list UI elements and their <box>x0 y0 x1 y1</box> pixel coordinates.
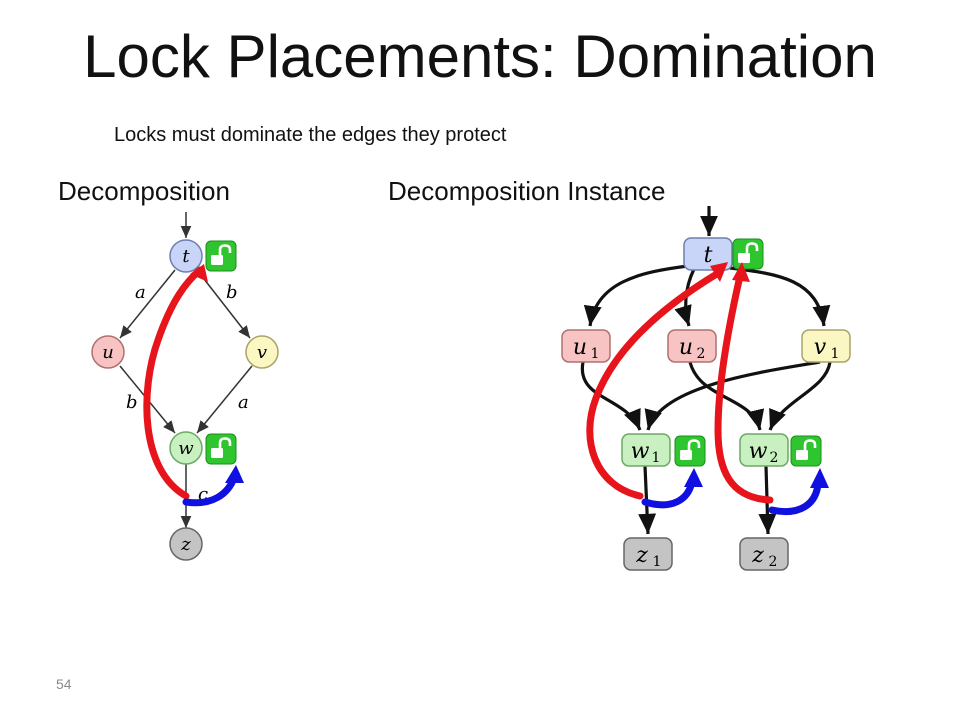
node-z2 <box>739 537 789 571</box>
edge-t-v <box>196 269 251 339</box>
node-w-label: w <box>178 438 194 459</box>
node-v1-subscript: 1 <box>831 346 840 362</box>
node-z-label: z <box>180 534 191 555</box>
node-w <box>169 431 203 465</box>
node-z2-label: z <box>751 543 764 568</box>
lock-icon <box>673 434 707 468</box>
node-u-label: u <box>102 342 114 363</box>
node-t-label: t <box>704 243 713 268</box>
lock-icon <box>204 432 238 466</box>
node-z2-subscript: 2 <box>769 554 778 570</box>
instance-graph: t u 1 u 2 v 1 w 1 w 2 z 1 z 2 <box>561 206 851 571</box>
node-w2-label: w <box>749 439 768 464</box>
red-arrow-head <box>190 264 208 282</box>
red-protect-arrow-2 <box>714 272 774 504</box>
node-v1-label: v <box>814 335 827 360</box>
slide-title: Lock Placements: Domination <box>83 23 877 90</box>
node-t <box>683 237 733 271</box>
red-protect-arrow-1 <box>586 268 724 500</box>
decomposition-graph: a b b a c t u v w z <box>91 212 279 561</box>
lock-icon <box>731 237 765 271</box>
node-v <box>245 335 279 369</box>
blue-arrow-2 <box>768 480 822 515</box>
node-u1-subscript: 1 <box>591 346 600 362</box>
node-w2-subscript: 2 <box>770 450 779 466</box>
blue-arrow-head-2 <box>810 468 829 488</box>
blue-arrow-head <box>225 465 244 483</box>
node-u2-label: u <box>679 335 693 360</box>
edge-v1-w2 <box>768 361 832 431</box>
page-number: 54 <box>56 676 72 692</box>
node-u2-subscript: 2 <box>697 346 706 362</box>
decomposition-label: Decomposition <box>58 176 230 206</box>
node-u1 <box>561 329 611 363</box>
edge-u1-w1 <box>580 361 642 431</box>
edge-label-t-u: a <box>135 282 146 303</box>
edge-label-t-v: b <box>226 282 238 303</box>
red-protect-arrow <box>143 266 204 500</box>
node-u2 <box>667 329 717 363</box>
node-z1-label: z <box>635 543 648 568</box>
edge-label-u-w: b <box>126 392 138 413</box>
edge-v-w <box>196 365 253 434</box>
node-z1 <box>623 537 673 571</box>
lock-icon <box>789 434 823 468</box>
slide-subtitle: Locks must dominate the edges they prote… <box>114 124 507 146</box>
node-t-label: t <box>182 246 190 267</box>
node-w1-subscript: 1 <box>652 450 661 466</box>
node-v1 <box>801 329 851 363</box>
node-u <box>91 335 125 369</box>
edge-v1-w1 <box>644 360 821 431</box>
red-arrow-head-1 <box>710 262 728 282</box>
node-w1-label: w <box>631 439 650 464</box>
node-v-label: v <box>257 342 267 363</box>
edge-label-v-w: a <box>238 392 249 413</box>
edge-t-v1 <box>729 266 831 327</box>
node-z1-subscript: 1 <box>653 554 662 570</box>
edge-u2-w2 <box>688 361 765 431</box>
red-arrow-head-2 <box>732 262 750 282</box>
edge-t-u2 <box>674 268 696 327</box>
node-u1-label: u <box>573 335 587 360</box>
edge-label-w-z: c <box>198 484 208 505</box>
lock-icon <box>204 239 238 273</box>
blue-arrow-head-1 <box>684 468 703 487</box>
node-w2 <box>739 433 789 467</box>
edge-t-u <box>119 269 176 339</box>
node-w1 <box>621 433 671 467</box>
node-z <box>169 527 203 561</box>
node-t <box>169 239 203 273</box>
decomposition-instance-label: Decomposition Instance <box>388 176 666 206</box>
edge-t-u1 <box>583 264 689 327</box>
